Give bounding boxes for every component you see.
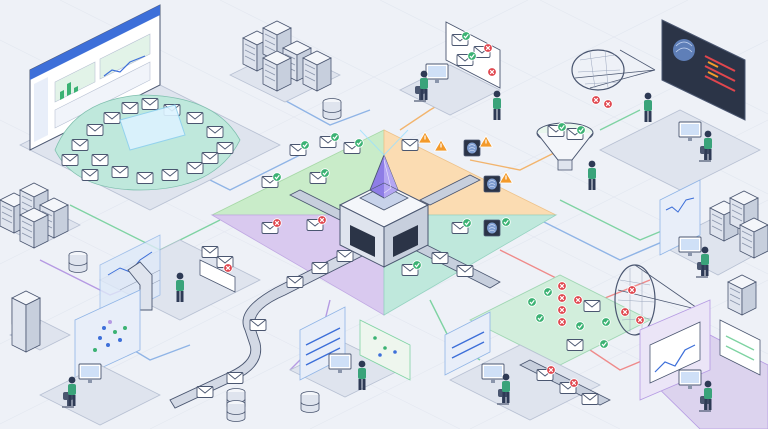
dashboard-screen (29, 4, 161, 151)
crystal-icon (369, 153, 399, 199)
analyst-station-bottom (289, 306, 411, 413)
robot-arm (127, 261, 153, 311)
scan-monitor-wall (661, 19, 746, 121)
pipe-top-right (599, 109, 641, 131)
filter-station-top-right (571, 19, 761, 191)
server-station-bottom-left (9, 289, 246, 426)
server-cluster-top (229, 20, 342, 120)
monitoring-room-bottom-right (639, 299, 768, 429)
server-cluster-left (0, 182, 88, 273)
cluster-screen (74, 289, 141, 381)
filter-net-icon (571, 49, 656, 109)
server-farm-right (659, 179, 768, 316)
email-pile (54, 94, 241, 191)
inbox-dashboard-station (19, 4, 281, 211)
workstation-bottom-right (444, 311, 611, 421)
pipe-servers (274, 94, 371, 126)
review-board (445, 21, 501, 89)
analyst-station-top (399, 21, 501, 120)
central-sorting-machine (338, 129, 430, 268)
pipe-funnel-top (469, 149, 561, 171)
validation-station (469, 264, 701, 366)
glass-panel (119, 104, 186, 151)
funnel-icon (536, 122, 596, 190)
